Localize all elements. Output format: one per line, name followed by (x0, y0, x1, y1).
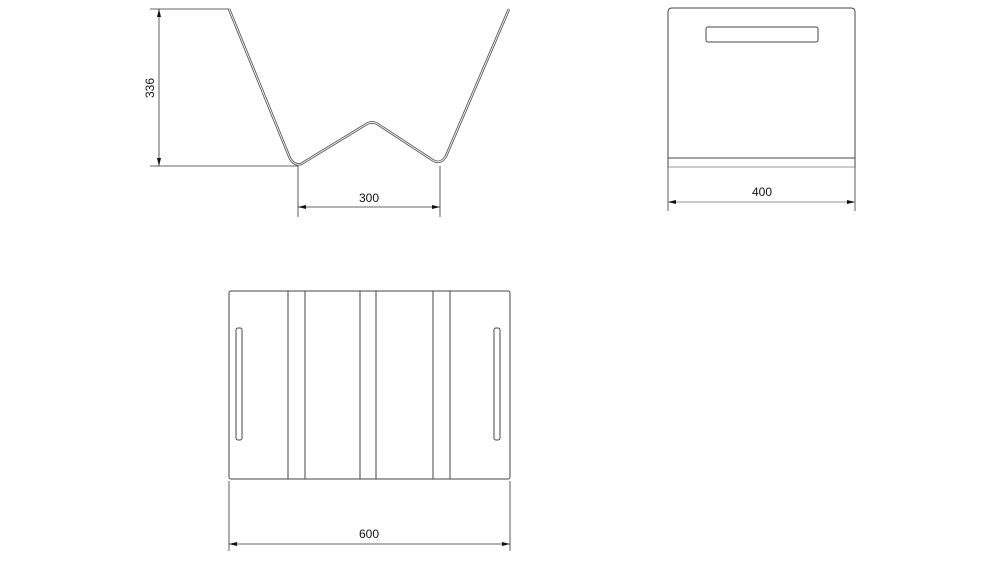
plan-outline (228, 290, 511, 480)
height-dimension-label: 336 (143, 78, 157, 98)
front-view: 400 (667, 7, 856, 211)
left-handle-slot (235, 327, 243, 441)
width-dimension-label: 300 (359, 191, 379, 205)
right-handle-slot (493, 327, 501, 441)
top-view: 600 (228, 290, 511, 551)
side-profile-view: 336 300 (143, 8, 511, 217)
length-dimension-label: 600 (359, 527, 379, 541)
front-panel (667, 7, 856, 168)
profile-outline (227, 8, 511, 166)
front-width-dimension-label: 400 (752, 185, 772, 199)
handle-slot (705, 26, 819, 43)
